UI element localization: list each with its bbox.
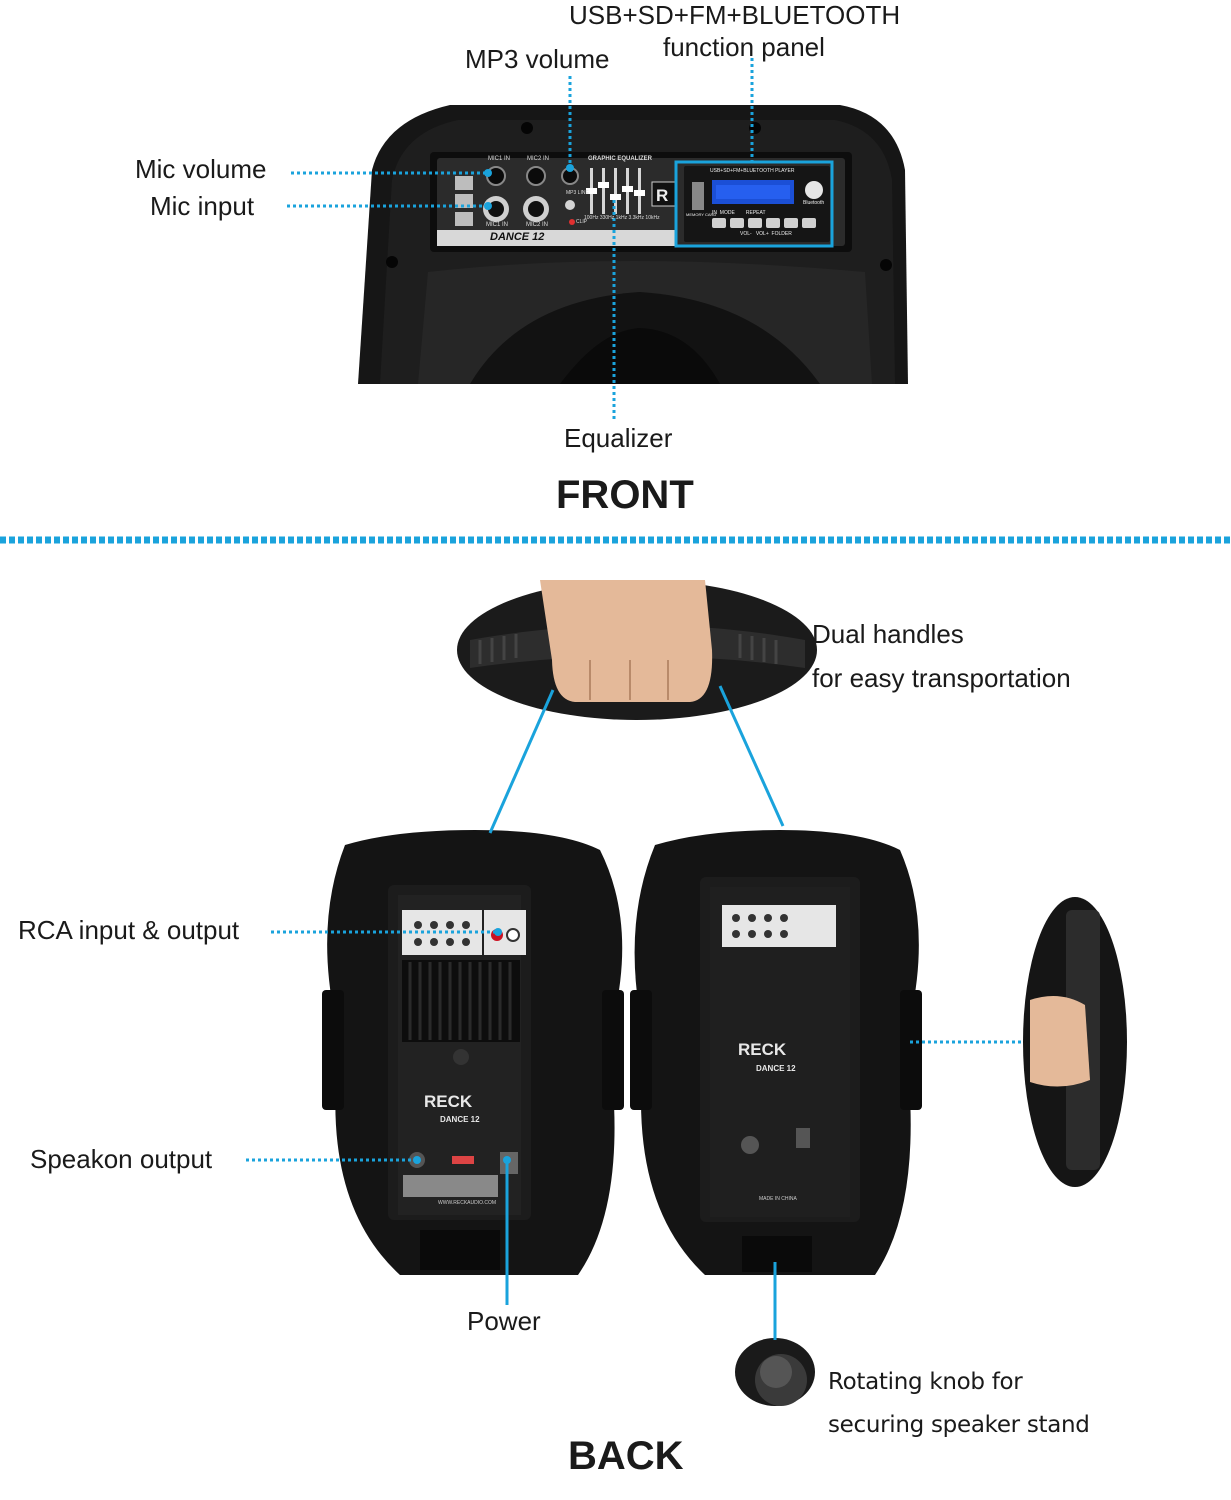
panel-eq-freqs: 100Hz 330Hz 1kHz 3.3kHz 10kHz [584, 215, 660, 221]
speakon-label: Speakon output [30, 1144, 213, 1174]
player-buttons-label: IN MODE REPEAT [712, 210, 766, 216]
left-speaker-model: DANCE 12 [440, 1115, 480, 1124]
dual-handles-label-line2: for easy transportation [812, 663, 1071, 693]
panel-mp3-line: MP3 LINE [566, 190, 589, 196]
side-handle-closeup-image [1023, 897, 1127, 1187]
mp3-volume-label: MP3 volume [465, 44, 610, 74]
player-bottom-label: VOL- VOL+ FOLDER [740, 231, 792, 237]
left-speaker-website: WWW.RECKAUDIO.COM [438, 1200, 497, 1206]
power-label: Power [467, 1306, 541, 1336]
back-speaker-right-image [630, 830, 922, 1275]
knob-label-line2: securing speaker stand [828, 1412, 1090, 1438]
player-bluetooth: Bluetooth [803, 200, 825, 206]
front-section-title: FRONT [556, 473, 694, 517]
rotating-knob-image [735, 1338, 815, 1406]
panel-mic1-in-bottom: MIC1 IN [486, 222, 509, 228]
right-speaker-made-in: MADE IN CHINA [759, 1196, 797, 1202]
usb-panel-label-line2: function panel [663, 32, 825, 62]
usb-panel-label-line1: USB+SD+FM+BLUETOOTH [569, 0, 901, 30]
left-speaker-brand: RECK [424, 1092, 473, 1111]
knob-label-line1: Rotating knob for [828, 1369, 1023, 1395]
right-speaker-model: DANCE 12 [756, 1064, 796, 1073]
panel-mic2-in-top: MIC2 IN [527, 156, 550, 162]
player-title: USB+SD+FM+BLUETOOTH PLAYER [710, 168, 795, 174]
panel-model: DANCE 12 [490, 231, 545, 243]
player-memory-card: MEMORY CARD [686, 212, 717, 217]
back-section-title: BACK [568, 1434, 684, 1478]
panel-eq-title: GRAPHIC EQUALIZER [588, 156, 653, 162]
front-callout-lines [287, 58, 754, 422]
handle-closeup-image [457, 580, 817, 720]
mic-volume-label: Mic volume [135, 154, 267, 184]
rca-label: RCA input & output [18, 915, 240, 945]
dual-handles-label-line1: Dual handles [812, 619, 964, 649]
panel-clip: CLIP [576, 219, 588, 225]
mic-input-label: Mic input [150, 191, 255, 221]
equalizer-label: Equalizer [564, 423, 673, 453]
svg-text:R: R [656, 186, 668, 205]
panel-mic1-in-top: MIC1 IN [488, 156, 511, 162]
back-callout-lines [246, 685, 1022, 1340]
panel-mic2-in-bottom: MIC2 IN [526, 222, 549, 228]
back-speaker-left-image [322, 830, 624, 1275]
right-speaker-brand: RECK [738, 1040, 787, 1059]
front-speaker-image: R [358, 105, 908, 384]
